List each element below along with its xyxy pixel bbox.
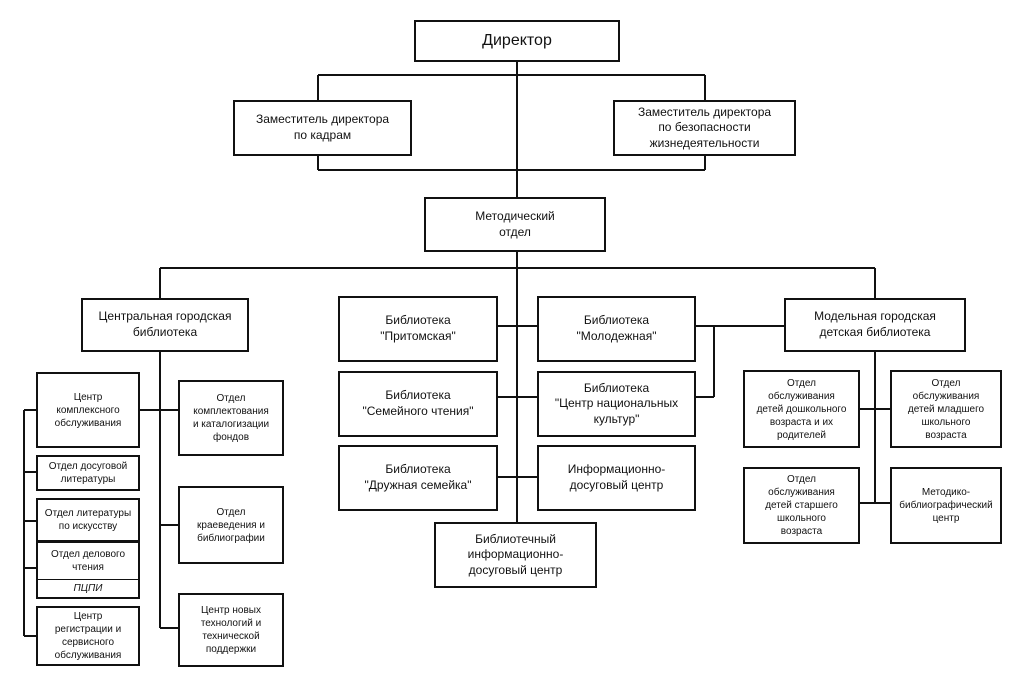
deputy-hr-label: Заместитель директора по кадрам — [255, 112, 390, 142]
methodical-bibliographic-center-label: Методико- библиографический центр — [899, 487, 993, 524]
info-leisure-center-box: Информационно- досуговый центр — [537, 445, 696, 511]
local-history-box: Отдел краеведения и библиографии — [178, 486, 284, 564]
library-national-cultures-box: Библиотека "Центр национальных культур" — [537, 371, 696, 437]
leisure-literature-box: Отдел досуговой литературы — [36, 455, 140, 491]
art-literature-label: Отдел литературы по искусству — [44, 508, 132, 532]
new-technologies-center-box: Центр новых технологий и технической под… — [178, 593, 284, 667]
library-family-reading-box: Библиотека "Семейного чтения" — [338, 371, 498, 437]
preschool-service-box: Отдел обслуживания детей дошкольного воз… — [743, 370, 860, 448]
deputy-safety-box: Заместитель директора по безопасности жи… — [613, 100, 796, 156]
library-family-reading-label: Библиотека "Семейного чтения" — [362, 388, 474, 418]
new-technologies-center-label: Центр новых технологий и технической под… — [200, 605, 262, 655]
complex-service-center-label: Центр комплексного обслуживания — [54, 391, 122, 429]
library-friendly-family-box: Библиотека "Дружная семейка" — [338, 445, 498, 511]
model-children-library-label: Модельная городская детская библиотека — [814, 309, 936, 339]
junior-school-service-label: Отдел обслуживания детей младшего школьн… — [907, 377, 985, 441]
library-info-leisure-center-label: Библиотечный информационно- досуговый це… — [467, 531, 564, 577]
library-national-cultures-label: Библиотека "Центр национальных культур" — [554, 380, 679, 426]
model-children-library-box: Модельная городская детская библиотека — [784, 298, 966, 352]
art-literature-box: Отдел литературы по искусству — [36, 498, 140, 542]
info-leisure-center-label: Информационно- досуговый центр — [567, 462, 666, 492]
director-label: Директор — [482, 31, 552, 49]
library-info-leisure-center-box: Библиотечный информационно- досуговый це… — [434, 522, 597, 588]
library-molodezhnaya-label: Библиотека "Молодежная" — [576, 313, 657, 343]
acquisition-cataloging-label: Отдел комплектования и каталогизации фон… — [192, 393, 270, 443]
acquisition-cataloging-box: Отдел комплектования и каталогизации фон… — [178, 380, 284, 456]
deputy-safety-label: Заместитель директора по безопасности жи… — [637, 104, 772, 150]
local-history-label: Отдел краеведения и библиографии — [197, 506, 265, 544]
methodical-department-box: Методический отдел — [424, 197, 606, 252]
junior-school-service-box: Отдел обслуживания детей младшего школьн… — [890, 370, 1002, 448]
registration-service-center-label: Центр регистрации и сервисного обслужива… — [54, 611, 122, 661]
methodical-department-label: Методический отдел — [475, 208, 555, 239]
methodical-bibliographic-center-box: Методико- библиографический центр — [890, 467, 1002, 544]
business-reading-label: Отдел делового чтения — [50, 549, 126, 573]
central-library-label: Центральная городская библиотека — [98, 309, 232, 339]
business-reading-box: Отдел делового чтения ПЦПИ — [36, 541, 140, 599]
complex-service-center-box: Центр комплексного обслуживания — [36, 372, 140, 448]
registration-service-center-box: Центр регистрации и сервисного обслужива… — [36, 606, 140, 666]
senior-school-service-label: Отдел обслуживания детей старшего школьн… — [765, 474, 838, 537]
library-friendly-family-label: Библиотека "Дружная семейка" — [364, 462, 472, 492]
library-pritomskaya-box: Библиотека "Притомская" — [338, 296, 498, 362]
deputy-hr-box: Заместитель директора по кадрам — [233, 100, 412, 156]
director-box: Директор — [414, 20, 620, 62]
pcpi-label: ПЦПИ — [38, 579, 138, 597]
senior-school-service-box: Отдел обслуживания детей старшего школьн… — [743, 467, 860, 544]
preschool-service-label: Отдел обслуживания детей дошкольного воз… — [756, 377, 847, 441]
central-library-box: Центральная городская библиотека — [81, 298, 249, 352]
library-pritomskaya-label: Библиотека "Притомская" — [380, 313, 456, 343]
library-molodezhnaya-box: Библиотека "Молодежная" — [537, 296, 696, 362]
leisure-literature-label: Отдел досуговой литературы — [48, 461, 128, 485]
